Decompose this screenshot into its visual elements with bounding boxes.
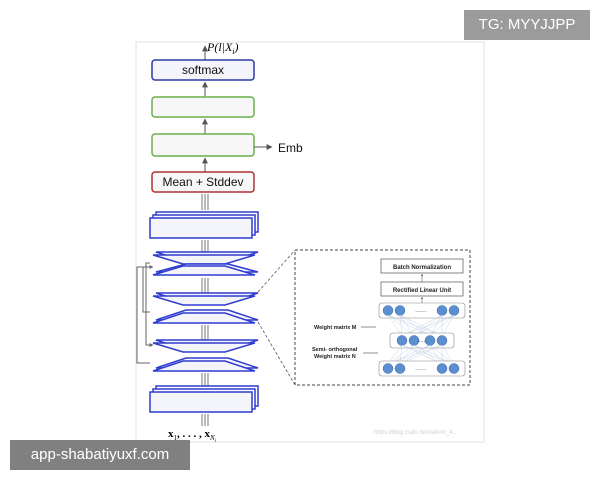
arrows-input-bottom — [201, 414, 209, 426]
faint-url-watermark: https://blog.csdn.net/weixin_4... — [374, 430, 458, 436]
neuron-middle-nodes — [396, 335, 448, 346]
softmax-layer — [151, 59, 255, 81]
fc-layer-2 — [151, 96, 255, 118]
dots-bottom: ...... — [415, 365, 427, 372]
arrows-hourglass3-2 — [201, 325, 209, 340]
emb-label: Emb — [278, 141, 303, 155]
relu-box — [380, 281, 464, 297]
softmax-label: softmax — [182, 63, 224, 77]
zoom-lines — [257, 249, 296, 386]
semi-orth-label-2: Weight matrix N — [314, 354, 356, 360]
arrows-hourglass2-1 — [201, 278, 209, 293]
tdnn-hourglass-3 — [152, 339, 259, 372]
connections-m — [387, 314, 455, 337]
skip-connections — [136, 262, 154, 364]
tdnn-top-stack — [149, 211, 259, 239]
input-label: x1, . . . , xNi — [168, 428, 217, 444]
arrows-hourglass1-top — [201, 240, 209, 252]
app-watermark-badge: app-shabatiyuxf.com — [10, 440, 190, 470]
fc-layer-1 — [151, 133, 255, 157]
weight-m-label: Weight matrix M — [314, 325, 357, 331]
dots-top: ...... — [415, 307, 427, 314]
tg-watermark-badge: TG: MYYJJPP — [464, 10, 590, 40]
batch-norm-label: Batch Normalization — [393, 265, 451, 271]
tdnn-hourglass-2 — [152, 292, 259, 324]
semi-orth-label-1: Semi- orthogonal — [312, 347, 358, 353]
tdnn-hourglass-1 — [152, 251, 259, 276]
neuron-top-nodes — [382, 305, 460, 316]
neuron-bottom-nodes — [382, 363, 460, 374]
relu-label: Rectified Linear Unit — [393, 288, 451, 294]
arrows-stack-pool — [201, 194, 209, 210]
tdnn-bottom-stack — [149, 385, 259, 413]
dots-middle: ...... — [417, 338, 427, 344]
pooling-layer — [151, 171, 255, 193]
neuron-row-middle — [389, 332, 455, 349]
pooling-label: Mean + Stddev — [162, 175, 243, 189]
output-label: P(l|Xi) — [206, 40, 239, 56]
batch-norm-box — [380, 258, 464, 274]
